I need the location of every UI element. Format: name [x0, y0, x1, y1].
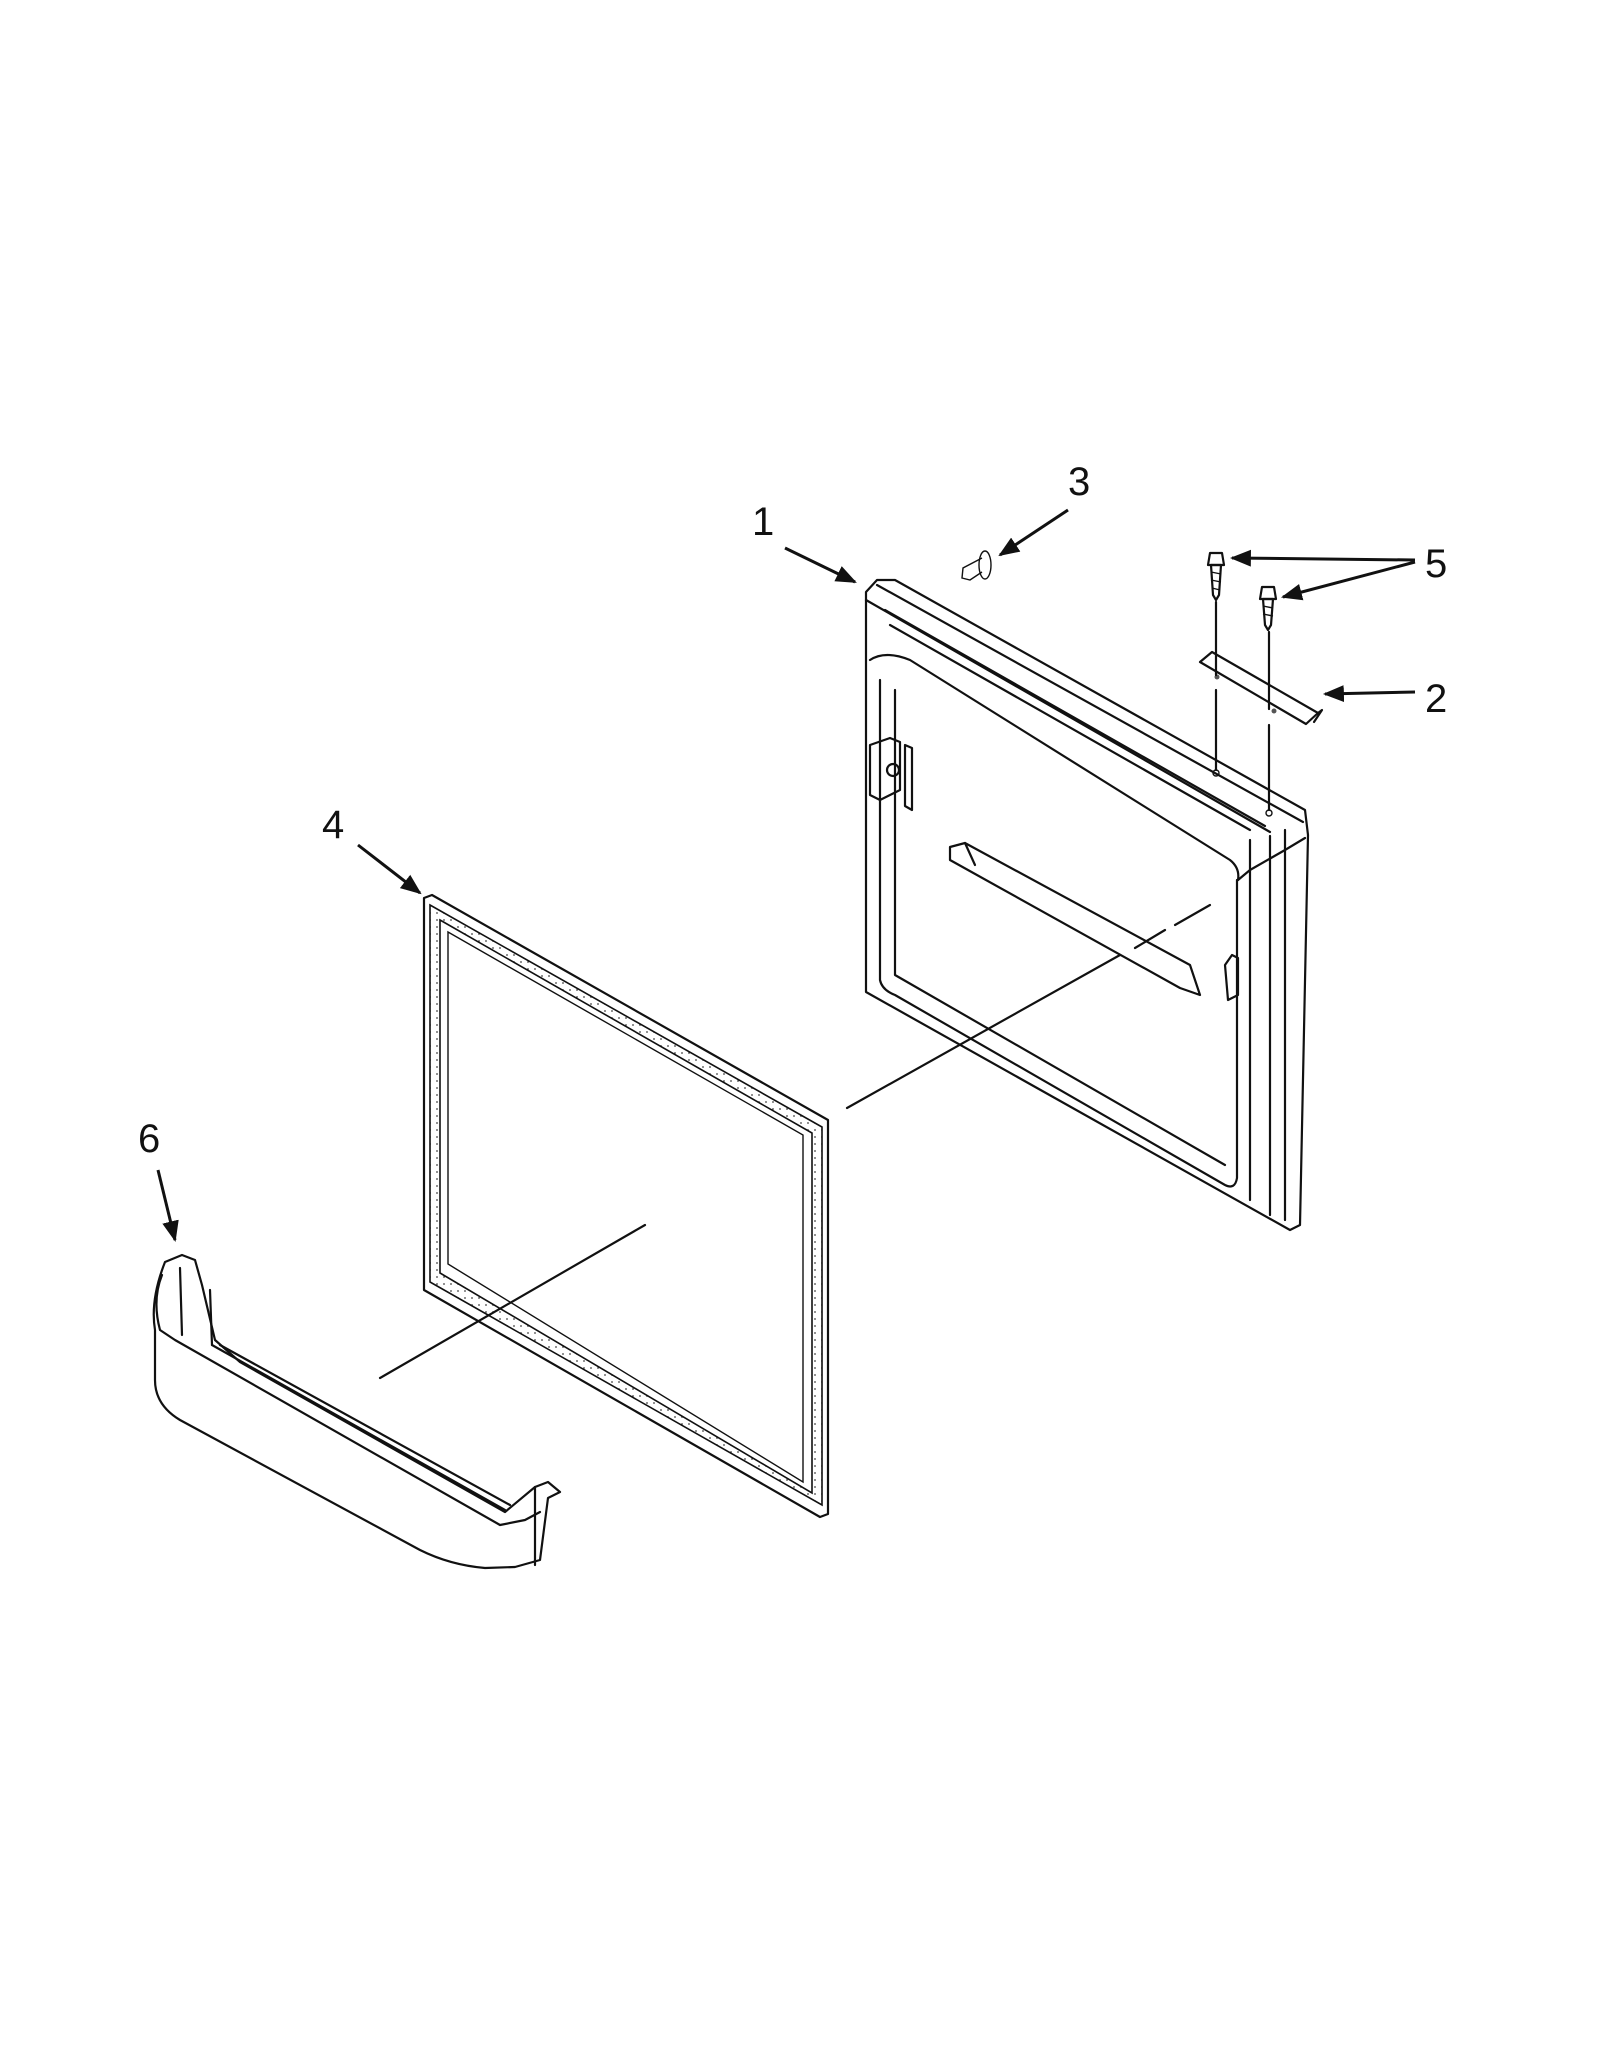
- door-stop-bracket: [1198, 650, 1324, 726]
- screw-left: [1206, 551, 1226, 602]
- leader-5b: [1280, 560, 1416, 601]
- callout-4: 4: [322, 803, 344, 847]
- assembly-lines-center: [378, 903, 1212, 1380]
- callout-2: 2: [1425, 677, 1447, 721]
- door-shelf-bin: [152, 1253, 562, 1570]
- freezer-door: [864, 578, 1310, 1232]
- assembly-lines-screws: [1212, 600, 1273, 817]
- door-gasket: [422, 893, 830, 1519]
- leader-1: [784, 546, 857, 584]
- callout-labels: 1 2 3 4 5 6: [138, 460, 1447, 1161]
- plug-button: [961, 550, 992, 581]
- callout-1: 1: [752, 500, 774, 544]
- screw-right: [1258, 585, 1278, 632]
- leader-5a: [1229, 549, 1416, 567]
- leader-3: [998, 508, 1069, 557]
- leader-4: [357, 843, 422, 895]
- leader-2: [1322, 685, 1416, 702]
- leader-6: [156, 1169, 179, 1243]
- callout-3: 3: [1068, 460, 1090, 504]
- callout-6: 6: [138, 1117, 160, 1161]
- leader-arrows: [156, 508, 1416, 1243]
- callout-5: 5: [1425, 542, 1447, 586]
